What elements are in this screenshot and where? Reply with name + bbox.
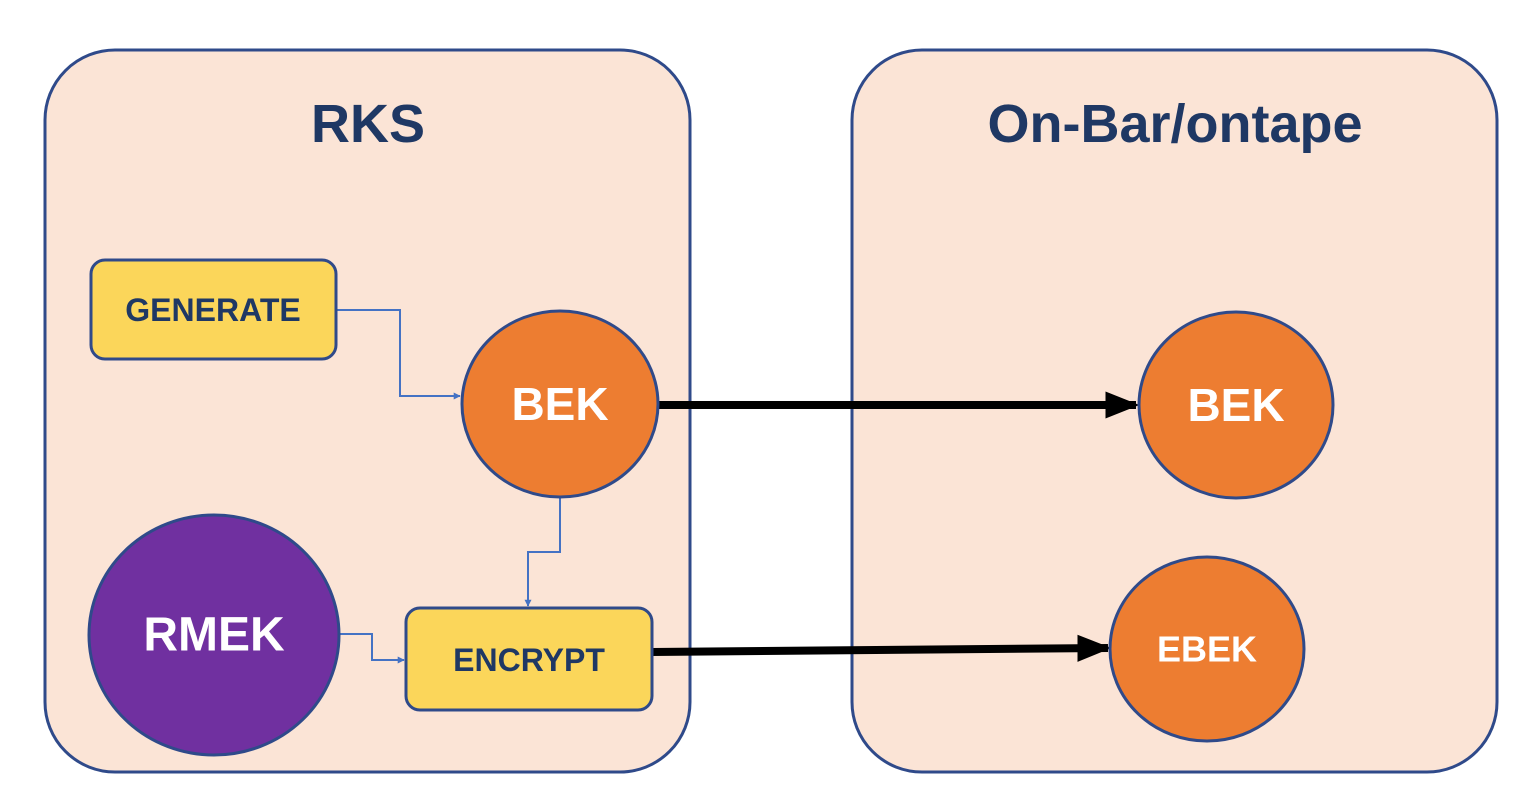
generate-label: GENERATE bbox=[125, 292, 300, 328]
onbar-panel-title: On-Bar/ontape bbox=[987, 94, 1362, 154]
ebek-label: EBEK bbox=[1157, 629, 1257, 670]
bek-to-encrypt-arrow bbox=[524, 496, 561, 607]
ebek-node: EBEK bbox=[1108, 555, 1306, 743]
bek-node-rks: BEK bbox=[460, 309, 660, 499]
encrypt-label: ENCRYPT bbox=[453, 642, 605, 678]
encrypt-box: ENCRYPT bbox=[404, 606, 654, 712]
rmek-to-encrypt-arrow bbox=[338, 633, 405, 664]
bek-node-onbar: BEK bbox=[1137, 310, 1335, 500]
encrypt-to-ebek-arrow bbox=[651, 634, 1112, 662]
bek-rks-label: BEK bbox=[511, 378, 608, 430]
generate-to-bek-arrow bbox=[336, 309, 461, 400]
bek-onbar-label: BEK bbox=[1187, 379, 1284, 431]
rmek-label: RMEK bbox=[143, 609, 285, 662]
rks-panel-title: RKS bbox=[311, 94, 425, 154]
rmek-node: RMEK bbox=[87, 513, 341, 757]
generate-box: GENERATE bbox=[89, 258, 338, 361]
